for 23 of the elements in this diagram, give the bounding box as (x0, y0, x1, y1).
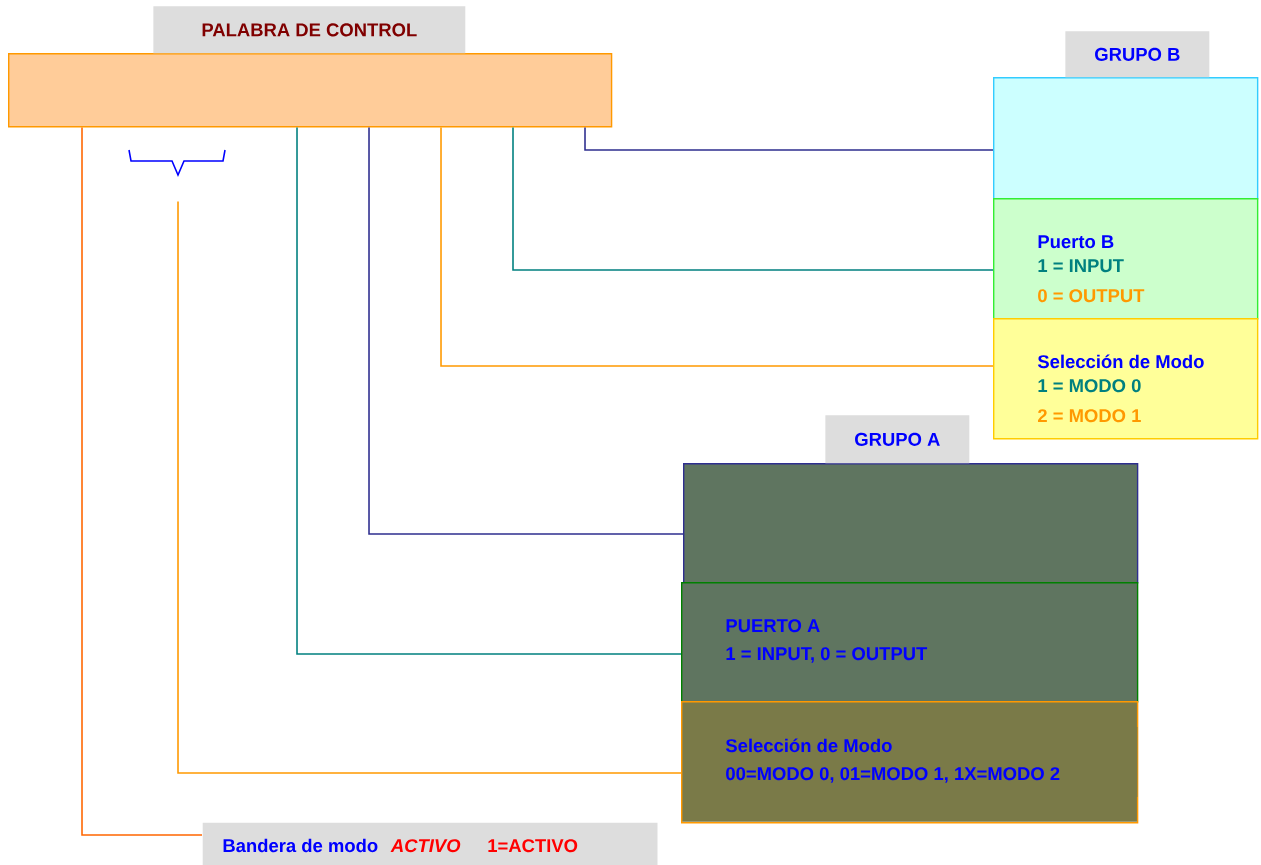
flag-label: Bandera de modo (223, 838, 378, 853)
box-text: Selección de Modo (1037, 354, 1204, 369)
heading-label: GRUPO B (1065, 31, 1210, 78)
connector-line (512, 126, 994, 271)
box-text: 00=MODO 0, 01=MODO 1, 1X=MODO 2 (726, 767, 1060, 783)
box-text: Selección de Modo (725, 738, 892, 753)
heading-label: GRUPO A (825, 415, 970, 464)
connector-line (296, 126, 682, 655)
box-text: 2 = MODO 1 (1038, 409, 1141, 423)
box-text: 1 = INPUT, 0 = OUTPUT (726, 647, 928, 663)
box-text: 1 = INPUT (1038, 259, 1124, 273)
heading-label: PALABRA DE CONTROL (153, 6, 466, 54)
box-text: Puerto B (1038, 235, 1114, 249)
connector-line (81, 126, 203, 836)
flag-label: 1=ACTIVO (488, 839, 578, 853)
connector-line (440, 126, 994, 367)
flag-label: ACTIVO (390, 839, 461, 853)
connector-line (584, 126, 994, 151)
box-text: 0 = OUTPUT (1038, 289, 1145, 303)
connector-line (368, 126, 684, 535)
connector-line (177, 200, 682, 774)
box-text: PUERTO A (726, 619, 820, 633)
box-text: 1 = MODO 0 (1038, 379, 1141, 393)
